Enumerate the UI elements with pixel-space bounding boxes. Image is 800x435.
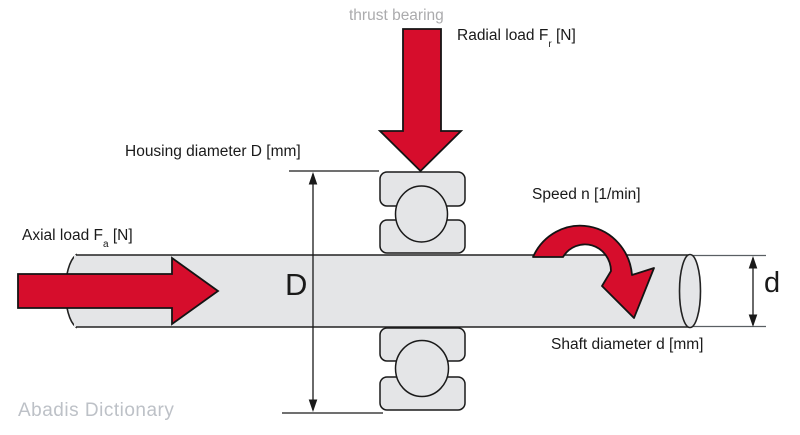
radial-load-unit: [N] [551, 27, 576, 44]
rotation-arrow-icon [532, 224, 655, 319]
shaft-outline [76, 254, 690, 328]
shaft-end-face [678, 253, 702, 329]
thrust-bearing-lower [379, 327, 466, 411]
speed-label: Speed n [1/min] [532, 186, 641, 203]
dim-arrow-down-icon [748, 314, 758, 327]
housing-diameter-label: Housing diameter D [mm] [125, 143, 301, 160]
dimension-letter-D: D [285, 267, 308, 302]
dim-arrow-down-icon [308, 399, 318, 412]
axial-load-label: Axial load Fa [N] [22, 227, 133, 250]
radial-load-subscript: r [548, 39, 552, 51]
shaft-diameter-label: Shaft diameter d [mm] [551, 336, 704, 353]
dim-arrow-up-icon [748, 256, 758, 269]
shaft-extension-lines [690, 254, 766, 328]
radial-load-label: Radial load Fr [N] [457, 27, 576, 50]
axial-load-subscript: a [102, 239, 109, 251]
axial-load-unit: [N] [108, 227, 133, 244]
radial-load-arrow-icon [377, 28, 464, 173]
axial-load-arrow-icon [17, 256, 220, 326]
housing-diameter-dimension [282, 170, 383, 414]
radial-load-text: Radial load F [457, 27, 549, 44]
thrust-bearing-upper [379, 171, 466, 254]
upper-bearing-ball [394, 185, 449, 243]
dim-arrow-up-icon [308, 172, 318, 185]
lower-bearing-ball [394, 339, 450, 398]
dimension-letter-d: d [764, 267, 781, 299]
thrust-bearing-label: thrust bearing [349, 7, 444, 24]
watermark: Abadis Dictionary [18, 400, 175, 421]
shaft-diameter-dimension [748, 256, 758, 327]
axial-load-text: Axial load F [22, 227, 103, 244]
